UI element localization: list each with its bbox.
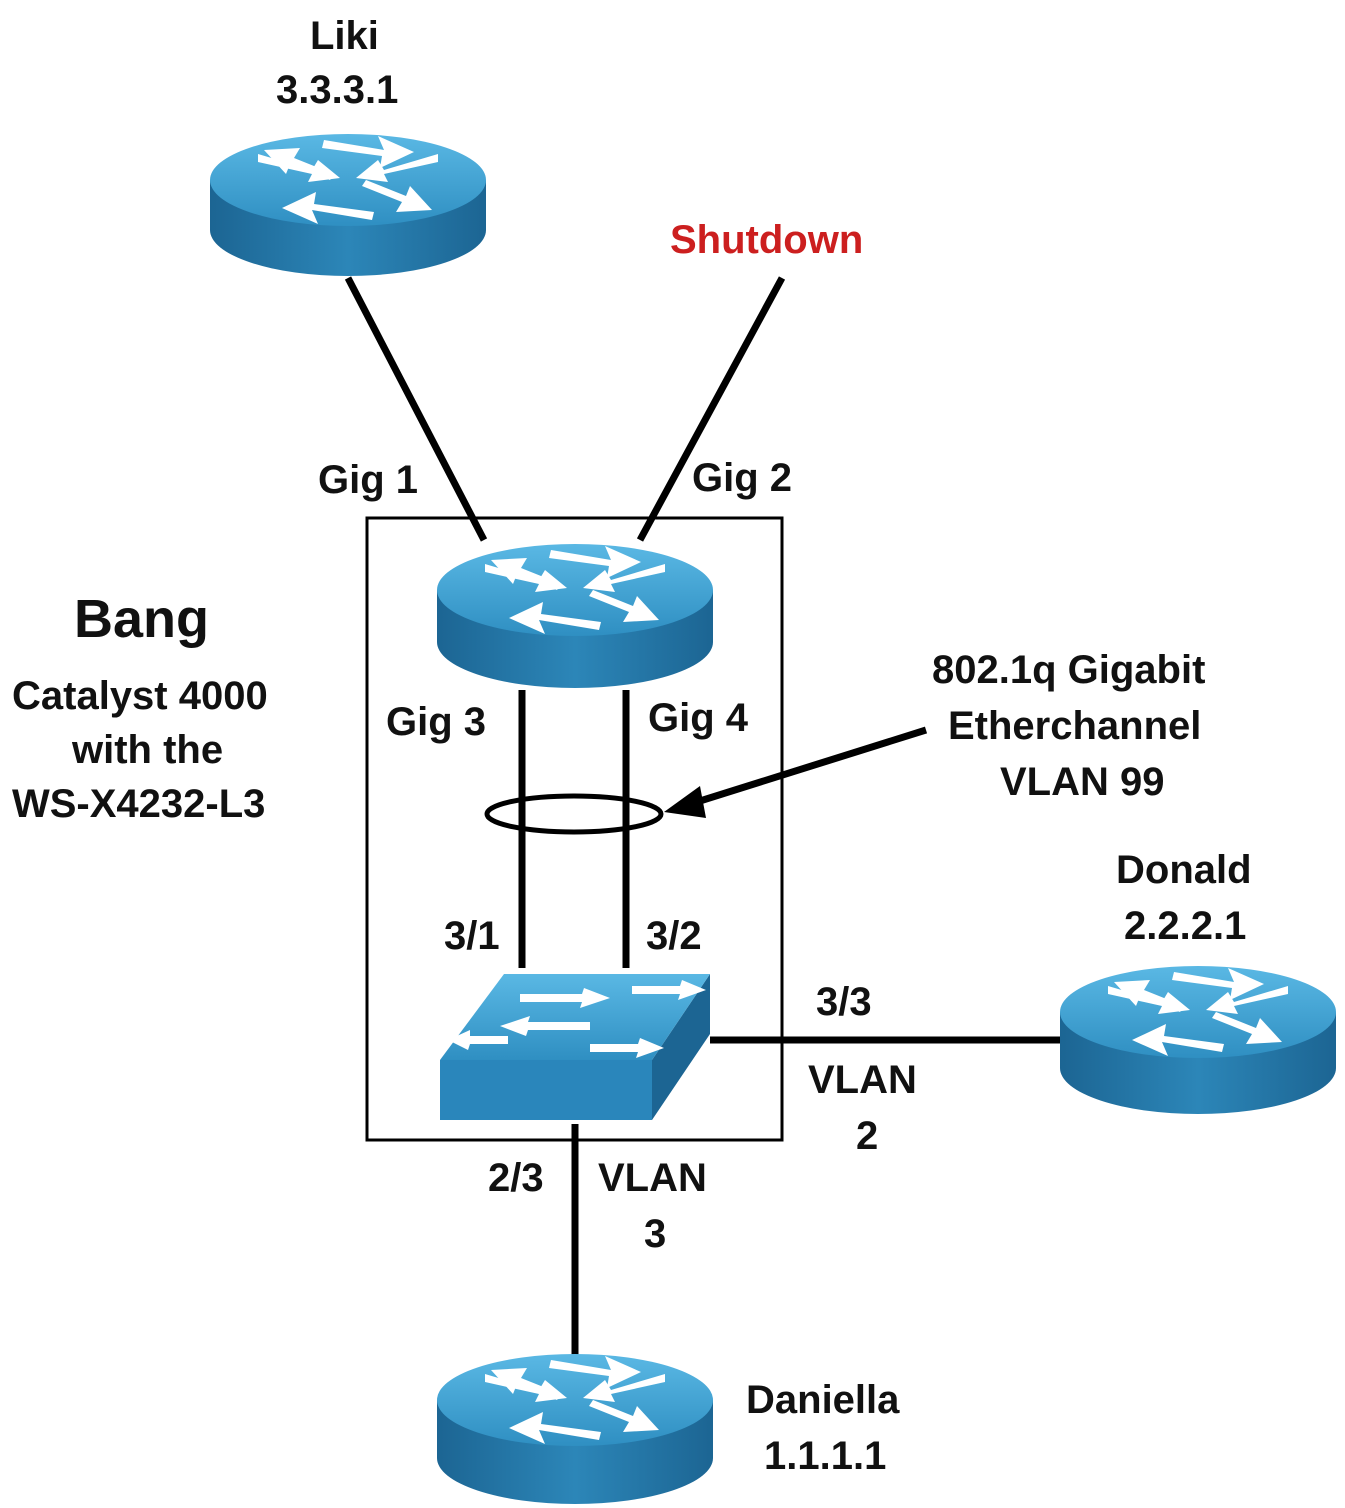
etherchannel-line3: VLAN 99 — [1000, 760, 1165, 804]
gig1-label: Gig 1 — [318, 458, 419, 502]
etherchannel-pointer-line — [682, 726, 928, 810]
vlan3-line1: VLAN — [598, 1156, 707, 1200]
etherchannel-ring — [484, 793, 664, 835]
switch-icon-bang — [440, 974, 710, 1120]
router-icon-liki — [210, 134, 486, 276]
bang-desc-line1: Catalyst 4000 — [12, 674, 268, 718]
bang-desc-line3: WS-X4232-L3 — [12, 782, 266, 826]
router-icon-donald — [1060, 966, 1336, 1114]
etherchannel-line2: Etherchannel — [948, 704, 1202, 748]
link-shutdown-gig2 — [636, 276, 786, 542]
port-33-label: 3/3 — [816, 980, 872, 1024]
daniella-ip-label: 1.1.1.1 — [764, 1434, 887, 1478]
donald-name-label: Donald — [1116, 848, 1252, 892]
port-32-label: 3/2 — [646, 914, 702, 958]
liki-ip-label: 3.3.3.1 — [276, 68, 399, 112]
shutdown-label: Shutdown — [670, 218, 864, 262]
donald-ip-label: 2.2.2.1 — [1124, 904, 1247, 948]
vlan2-line2: 2 — [856, 1114, 879, 1158]
etherchannel-line1: 802.1q Gigabit — [932, 648, 1206, 692]
liki-name-label: Liki — [310, 14, 379, 58]
port-23-label: 2/3 — [488, 1156, 544, 1200]
link-liki-gig1 — [344, 276, 488, 542]
vlan3-line2: 3 — [644, 1212, 667, 1256]
daniella-name-label: Daniella — [746, 1378, 900, 1422]
bang-name-label: Bang — [74, 589, 209, 649]
router-icon-bang — [437, 544, 713, 688]
gig3-label: Gig 3 — [386, 700, 487, 744]
links — [344, 276, 1066, 1360]
gig4-label: Gig 4 — [648, 696, 749, 740]
gig2-label: Gig 2 — [692, 456, 793, 500]
etherchannel-pointer-arrowhead — [664, 786, 706, 818]
router-icon-daniella — [437, 1354, 713, 1504]
vlan2-line1: VLAN — [808, 1058, 917, 1102]
port-31-label: 3/1 — [444, 914, 500, 958]
bang-desc-line2: with the — [72, 728, 224, 772]
bang-chassis-box — [365, 516, 784, 1142]
